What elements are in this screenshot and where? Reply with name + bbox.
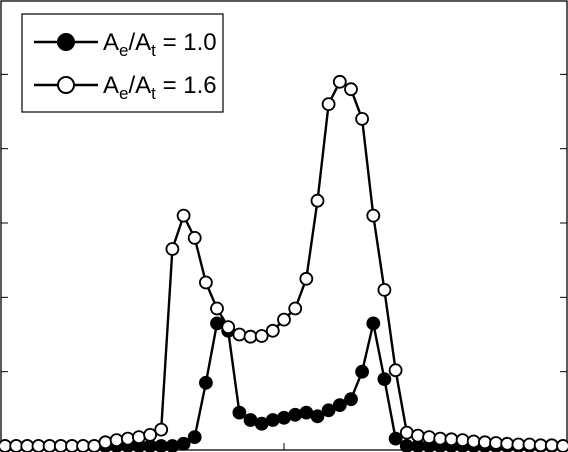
data-point	[344, 392, 358, 407]
axis-ticks	[1, 73, 567, 450]
data-point	[176, 436, 191, 451]
data-point	[388, 431, 403, 446]
data-point	[198, 275, 213, 290]
data-point	[98, 435, 113, 450]
series-line-2	[5, 80, 564, 448]
data-point	[232, 327, 247, 342]
series-2	[0, 74, 568, 452]
data-point	[388, 363, 403, 378]
data-point	[243, 329, 258, 344]
data-point	[176, 208, 191, 223]
data-point	[165, 242, 180, 256]
data-point	[500, 436, 515, 451]
data-point	[254, 329, 269, 343]
data-point	[120, 431, 135, 446]
data-point	[522, 437, 537, 452]
data-point	[466, 434, 481, 449]
data-point	[355, 364, 370, 379]
data-point	[366, 316, 381, 331]
data-point	[410, 428, 425, 443]
data-point	[455, 433, 470, 448]
data-point	[299, 271, 314, 286]
data-point	[53, 439, 68, 452]
data-point	[232, 405, 247, 420]
data-point	[544, 438, 559, 452]
data-point	[477, 435, 492, 450]
data-point	[344, 82, 358, 97]
series-1	[0, 316, 568, 452]
data-point	[399, 425, 414, 440]
data-point	[154, 422, 169, 437]
data-point	[265, 323, 280, 338]
data-point	[299, 405, 314, 420]
data-point	[254, 416, 269, 431]
data-point	[187, 430, 202, 445]
data-point	[165, 439, 180, 452]
legend-marker-filled	[57, 33, 75, 51]
data-point	[310, 409, 325, 424]
data-point	[422, 430, 437, 445]
legend-entry-2: Ae/At = 1.6	[34, 72, 217, 103]
data-point	[489, 436, 503, 450]
series-line-1	[5, 322, 563, 448]
data-point	[277, 312, 291, 327]
data-point	[433, 431, 448, 446]
data-point	[198, 375, 213, 390]
data-point	[556, 439, 568, 452]
legend-entry-1: Ae/At = 1.0	[34, 29, 217, 60]
data-point	[154, 439, 169, 452]
data-point	[288, 407, 303, 422]
data-point	[377, 372, 392, 387]
data-point	[377, 282, 392, 297]
data-point	[310, 193, 325, 208]
data-point	[65, 439, 79, 452]
data-point	[332, 398, 347, 413]
legend-label-1: Ae/At = 1.0	[103, 29, 217, 60]
data-point	[332, 74, 347, 89]
data-point	[444, 432, 459, 447]
data-point	[321, 97, 336, 111]
legend-box	[21, 13, 224, 113]
data-point	[366, 208, 381, 223]
data-point	[321, 403, 336, 418]
data-point	[109, 433, 124, 448]
data-point	[265, 413, 280, 427]
data-point	[243, 413, 258, 427]
data-point	[210, 301, 224, 316]
data-point	[277, 410, 291, 425]
legend-label-2: Ae/At = 1.6	[103, 72, 217, 103]
data-point	[87, 439, 102, 452]
data-point	[210, 316, 224, 331]
data-point	[288, 301, 303, 316]
data-point	[131, 430, 146, 445]
legend-marker-open	[57, 76, 75, 94]
data-point	[143, 427, 158, 442]
data-point	[20, 439, 35, 452]
legend: Ae/At = 1.0 Ae/At = 1.6	[21, 13, 224, 113]
data-point	[187, 230, 202, 245]
series-layer	[0, 74, 568, 452]
data-point	[76, 439, 90, 452]
data-point	[42, 439, 57, 452]
data-point	[355, 112, 370, 126]
data-point	[221, 320, 236, 335]
